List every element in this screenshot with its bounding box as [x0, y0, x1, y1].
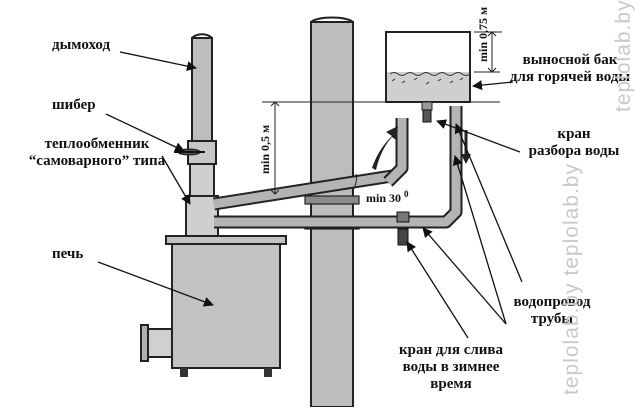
stove	[140, 235, 287, 377]
label-damper: шибер	[52, 97, 96, 113]
drain-tap	[396, 211, 410, 246]
hot-water-tank	[385, 31, 471, 123]
label-drain-line3: время	[430, 376, 472, 392]
hot-water-pipe	[212, 118, 409, 211]
watermark-bottom: teplolab.by teplolab.by	[560, 163, 583, 395]
dim-angle-degree: 0	[404, 189, 409, 199]
label-drain-tap: кран для слива воды в зимнее время	[372, 342, 530, 393]
dim-pipe-height: min 0,5 м	[258, 124, 272, 174]
label-pipes-line2: трубы	[530, 311, 574, 327]
label-pipes: водопровод трубы	[504, 294, 600, 328]
label-tap-line1: кран	[557, 126, 591, 142]
label-tank: выносной бак для горячей воды	[500, 52, 640, 86]
watermark-top: teplolab.by	[612, 0, 635, 112]
dim-angle: min 30 0	[366, 189, 409, 206]
label-tank-line2: для горячей воды	[509, 69, 631, 85]
label-tap: кран разбора воды	[516, 126, 632, 160]
flow-arrow-up	[372, 126, 398, 170]
label-stove: печь	[52, 246, 84, 262]
label-chimney: дымоход	[52, 37, 111, 53]
chimney	[191, 33, 213, 142]
wall-column	[304, 16, 360, 408]
dimension-lines	[262, 31, 502, 195]
label-heat-exchanger-line2: “самоварного” типа	[28, 153, 166, 169]
flow-arrow-down	[461, 130, 471, 164]
label-heat-exchanger-line1: теплообменник	[44, 136, 150, 152]
leader-lines	[97, 51, 523, 339]
dim-tank-height: min 0,75 м	[476, 6, 490, 62]
label-pipes-line1: водопровод	[513, 294, 591, 310]
label-heat-exchanger: теплообменник “самоварного” типа	[22, 136, 172, 170]
label-drain-line1: кран для слива	[398, 342, 504, 358]
label-tank-line1: выносной бак	[522, 52, 618, 68]
damper	[174, 140, 217, 165]
dim-angle-value: min 30	[366, 191, 402, 205]
heat-exchanger	[185, 163, 219, 237]
label-tap-line2: разбора воды	[528, 143, 620, 159]
label-drain-line2: воды в зимнее	[402, 359, 500, 375]
